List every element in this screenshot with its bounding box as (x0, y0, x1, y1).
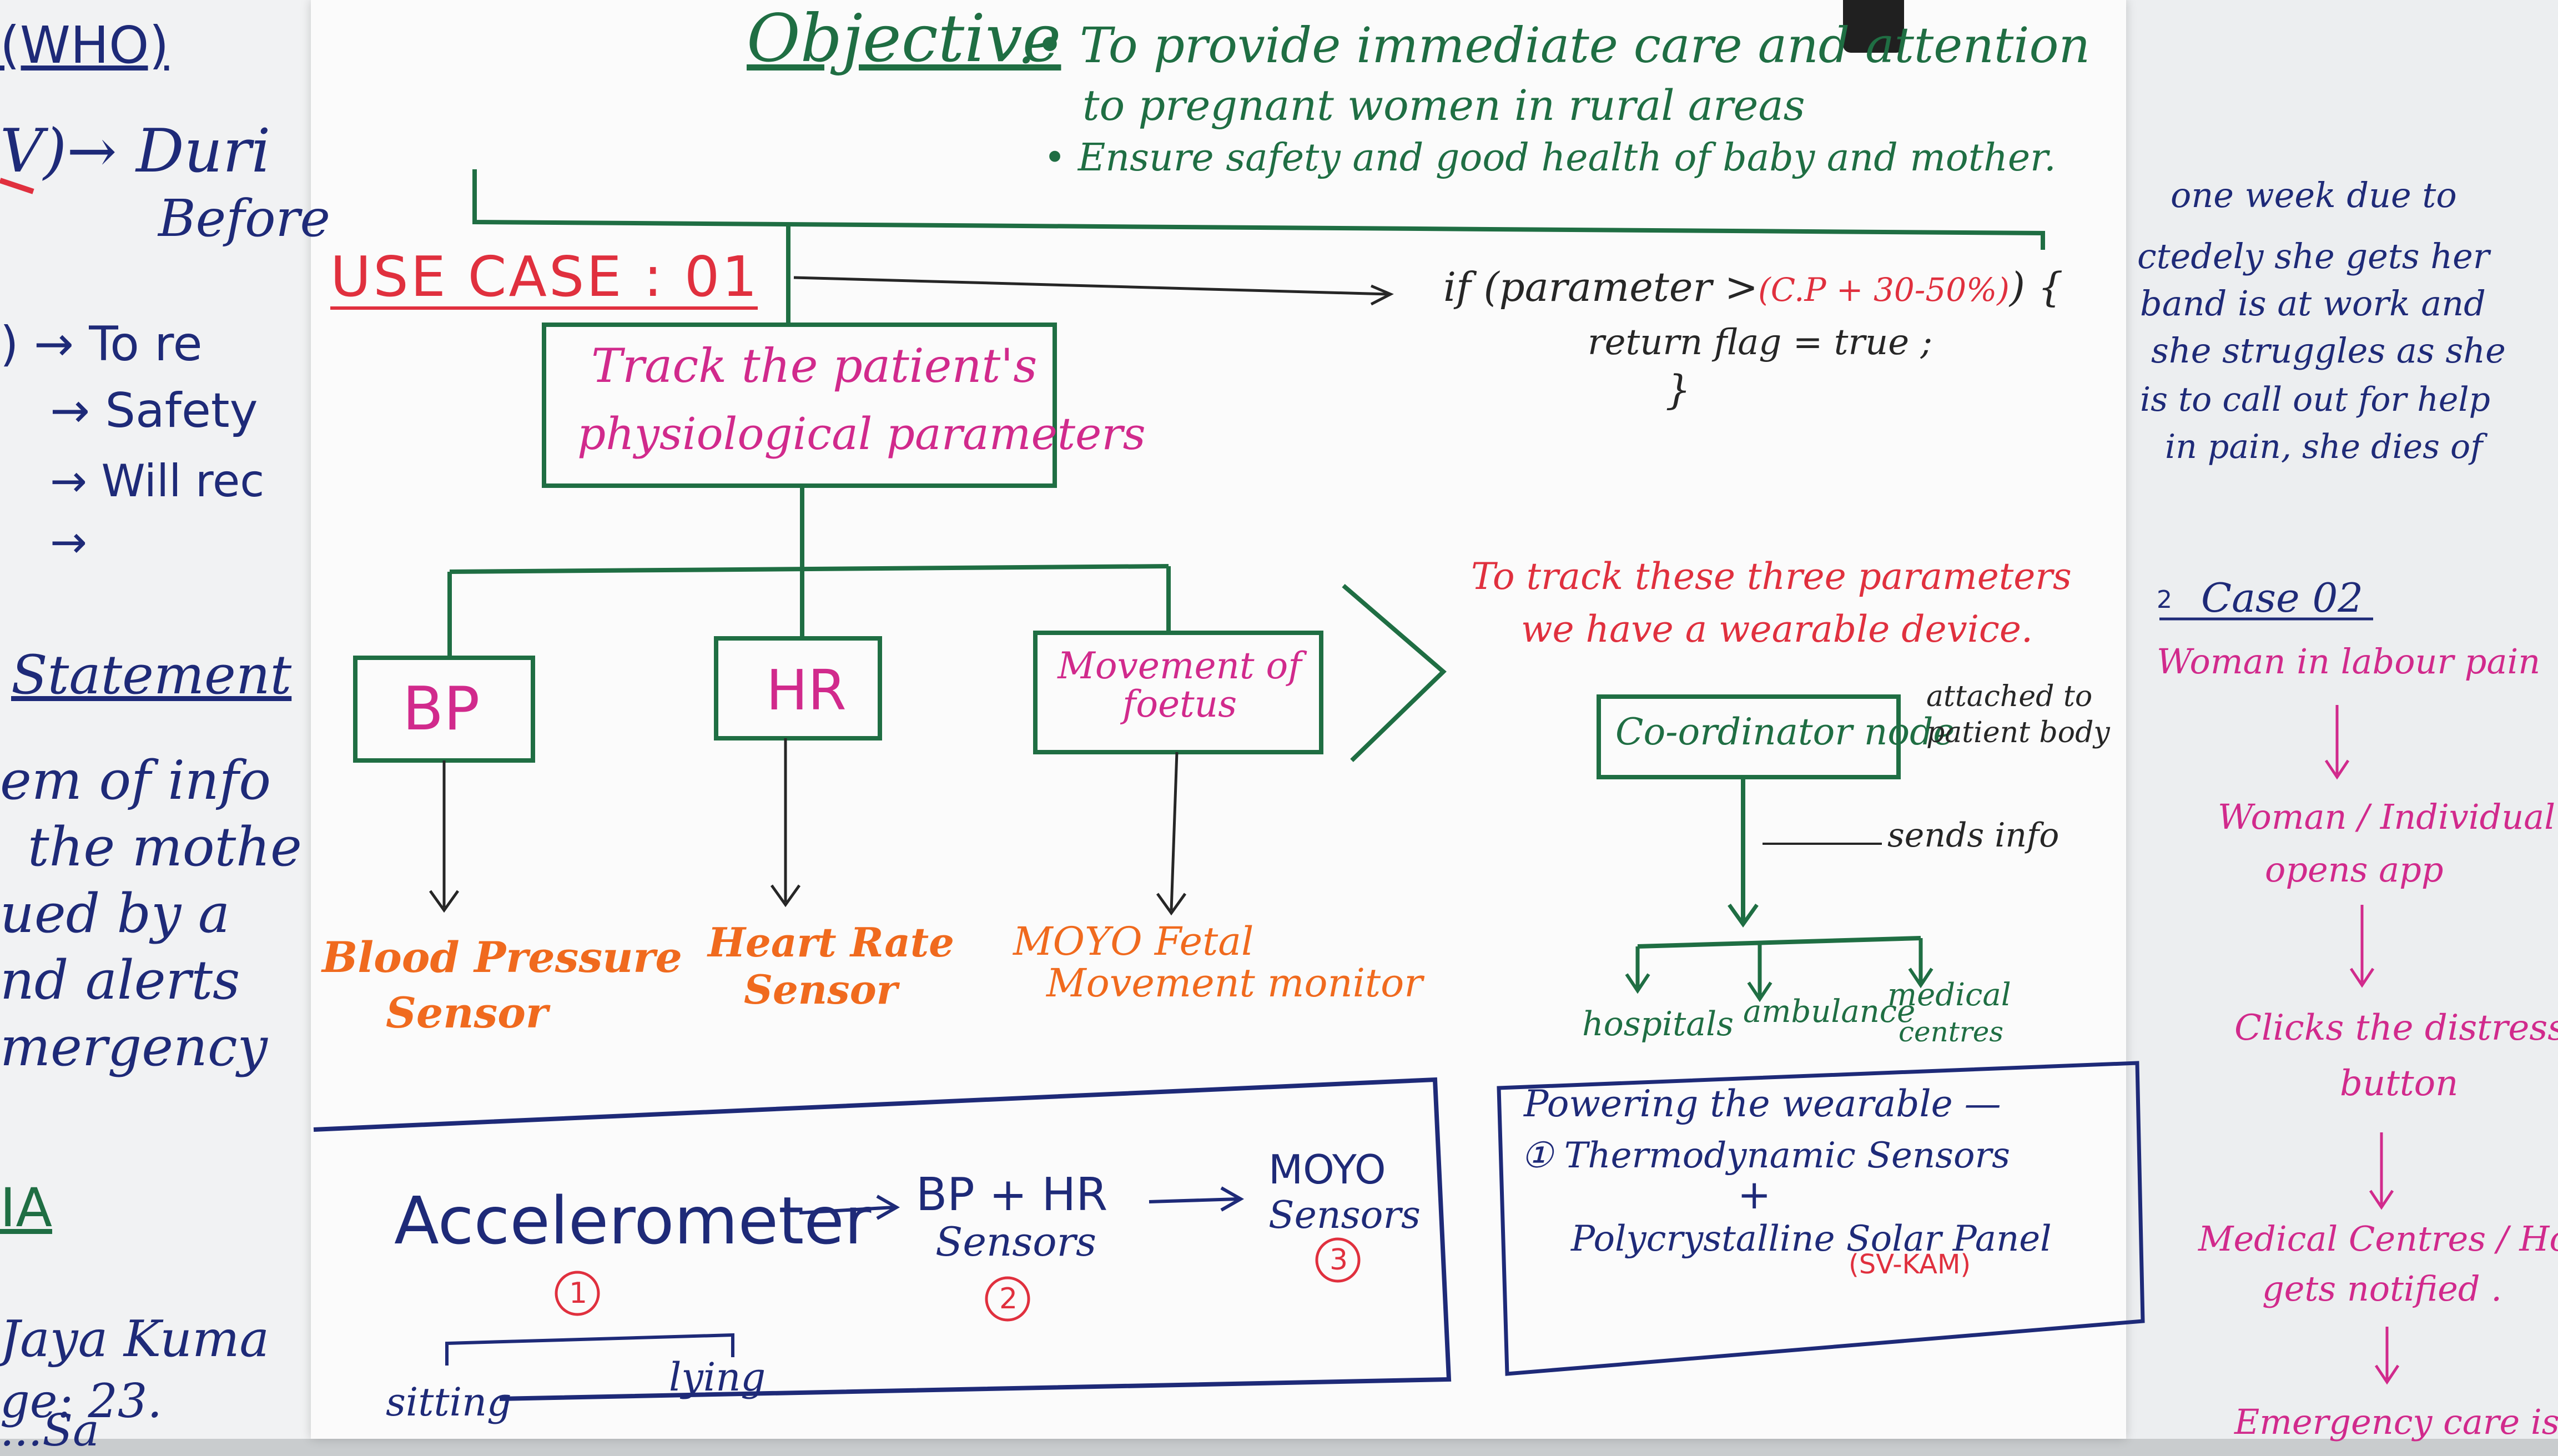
hr-sensor-line-2: Sensor (744, 966, 898, 1013)
age-line: ge: 23. (0, 1374, 163, 1428)
statement-heading: Statement (11, 644, 292, 706)
bp-hr-line-1: BP + HR (916, 1168, 1108, 1221)
code-brace-close: } (1665, 366, 1691, 413)
use-case-label: USE CASE : 01 (330, 244, 760, 309)
case-flow-step: button (2340, 1063, 2459, 1104)
who-label: (WHO) (0, 16, 169, 75)
code-return-line: return flag = true ; (1588, 322, 1932, 363)
destination-ambulance: ambulance (1743, 994, 1916, 1030)
attached-note-line-1: attached to (1926, 680, 2093, 713)
binder-clip-icon (1843, 0, 1904, 53)
code-brace-open: ) { (2009, 264, 2063, 310)
left-poster-sheet (0, 0, 311, 1439)
bp-hr-line-2: Sensors (935, 1218, 1096, 1265)
statement-line: nd alerts (0, 949, 240, 1011)
objective-point-2: to pregnant women in rural areas (1082, 80, 1805, 130)
story-line: one week due to (2171, 175, 2457, 215)
destination-centres: centres (1899, 1016, 2004, 1048)
bp-box-label: BP (402, 674, 480, 744)
statement-line: em of info (0, 749, 271, 812)
ia-label: IA (0, 1177, 52, 1239)
name-line: Jaya Kuma (0, 1310, 270, 1368)
hr-box-label: HR (766, 658, 847, 723)
case-flow-step: gets notified . (2262, 1268, 2502, 1309)
story-line: she struggles as she (2151, 330, 2506, 371)
left-list-item: → Safety (50, 383, 258, 439)
moyo-line-1: MOYO (1268, 1146, 1386, 1193)
hr-sensor-line-1: Heart Rate (708, 919, 954, 966)
powering-item-2: Polycrystalline Solar Panel (1571, 1218, 2052, 1259)
objective-point-1: • To provide immediate care and attentio… (1035, 17, 2091, 74)
case-02-label: Case 02 (2201, 575, 2364, 621)
case-02-prefix: 2 (2157, 586, 2172, 614)
code-threshold: (C.P + 30-50%) (1758, 271, 2010, 309)
during-line: V)→ Duri (0, 117, 271, 186)
objective-colon: : (1019, 11, 1038, 76)
case-flow-step: Clicks the distress (2234, 1007, 2558, 1049)
story-line: ctedely she gets her (2137, 236, 2490, 276)
bp-sensor-line-1: Blood Pressure (322, 933, 682, 982)
bp-sensor-line-2: Sensor (386, 988, 548, 1037)
story-line: is to call out for help (2140, 380, 2490, 419)
case-flow-step: Emergency care is (2234, 1402, 2558, 1442)
left-list-item: → Will rec (50, 455, 265, 507)
wearable-note-line-1: To track these three parameters (1471, 555, 2072, 598)
coordinator-node-label: Co-ordinator node (1615, 711, 1955, 753)
moyo-line-2: Sensors (1268, 1193, 1421, 1237)
powering-plus: + (1738, 1171, 1771, 1218)
statement-line: the mothe (28, 816, 302, 878)
statement-line: mergency (0, 1016, 268, 1078)
powering-item-2-note: (SV-KAM) (1849, 1249, 1971, 1280)
position-lying: lying (669, 1354, 766, 1400)
destination-medical: medical (1887, 977, 2011, 1013)
powering-item-1: ① Thermodynamic Sensors (1521, 1135, 2010, 1176)
right-poster-sheet (2121, 0, 2558, 1439)
code-condition: if (parameter > (1443, 264, 1759, 310)
case-flow-step: Woman / Individual (2218, 797, 2556, 837)
step-3-number: 3 (1330, 1243, 1348, 1277)
wearable-note-line-2: we have a wearable device. (1521, 608, 2033, 651)
statement-line: ued by a (0, 883, 230, 945)
sends-info-label: sends info (1887, 816, 2060, 855)
story-line: in pain, she dies of (2165, 427, 2483, 466)
moyo-sensor-line-2: Movement monitor (1046, 960, 1423, 1006)
track-box-line-2: physiological parameters (577, 408, 1146, 460)
case-flow-step: Woman in labour pain (2157, 641, 2541, 682)
movement-box-label: Movement of foetus (1058, 644, 1302, 726)
story-line: band is at work and (2140, 283, 2486, 324)
attached-note-line-2: patient body (1926, 716, 2110, 749)
objective-point-3: • Ensure safety and good health of baby … (1044, 136, 2056, 180)
step-1-number: 1 (569, 1277, 588, 1310)
powering-title: Powering the wearable — (1524, 1082, 2001, 1125)
case-flow-step: Medical Centres / Hospit (2198, 1218, 2558, 1259)
left-list-item: → (50, 516, 88, 568)
destination-hospitals: hospitals (1582, 1005, 1734, 1044)
code-if-line: if (parameter >(C.P + 30-50%)) { (1443, 264, 2063, 310)
track-box-line-1: Track the patient's (591, 339, 1038, 393)
case-flow-step: opens app (2265, 849, 2444, 890)
objective-label: Objective (747, 0, 1061, 77)
left-list-item: ) → To re (0, 316, 203, 372)
accelerometer-label: Accelerometer (394, 1182, 872, 1259)
before-line: Before (158, 189, 330, 248)
moyo-sensor-line-1: MOYO Fetal (1013, 919, 1254, 964)
position-sitting: sitting (386, 1379, 512, 1425)
step-2-number: 2 (999, 1282, 1018, 1316)
